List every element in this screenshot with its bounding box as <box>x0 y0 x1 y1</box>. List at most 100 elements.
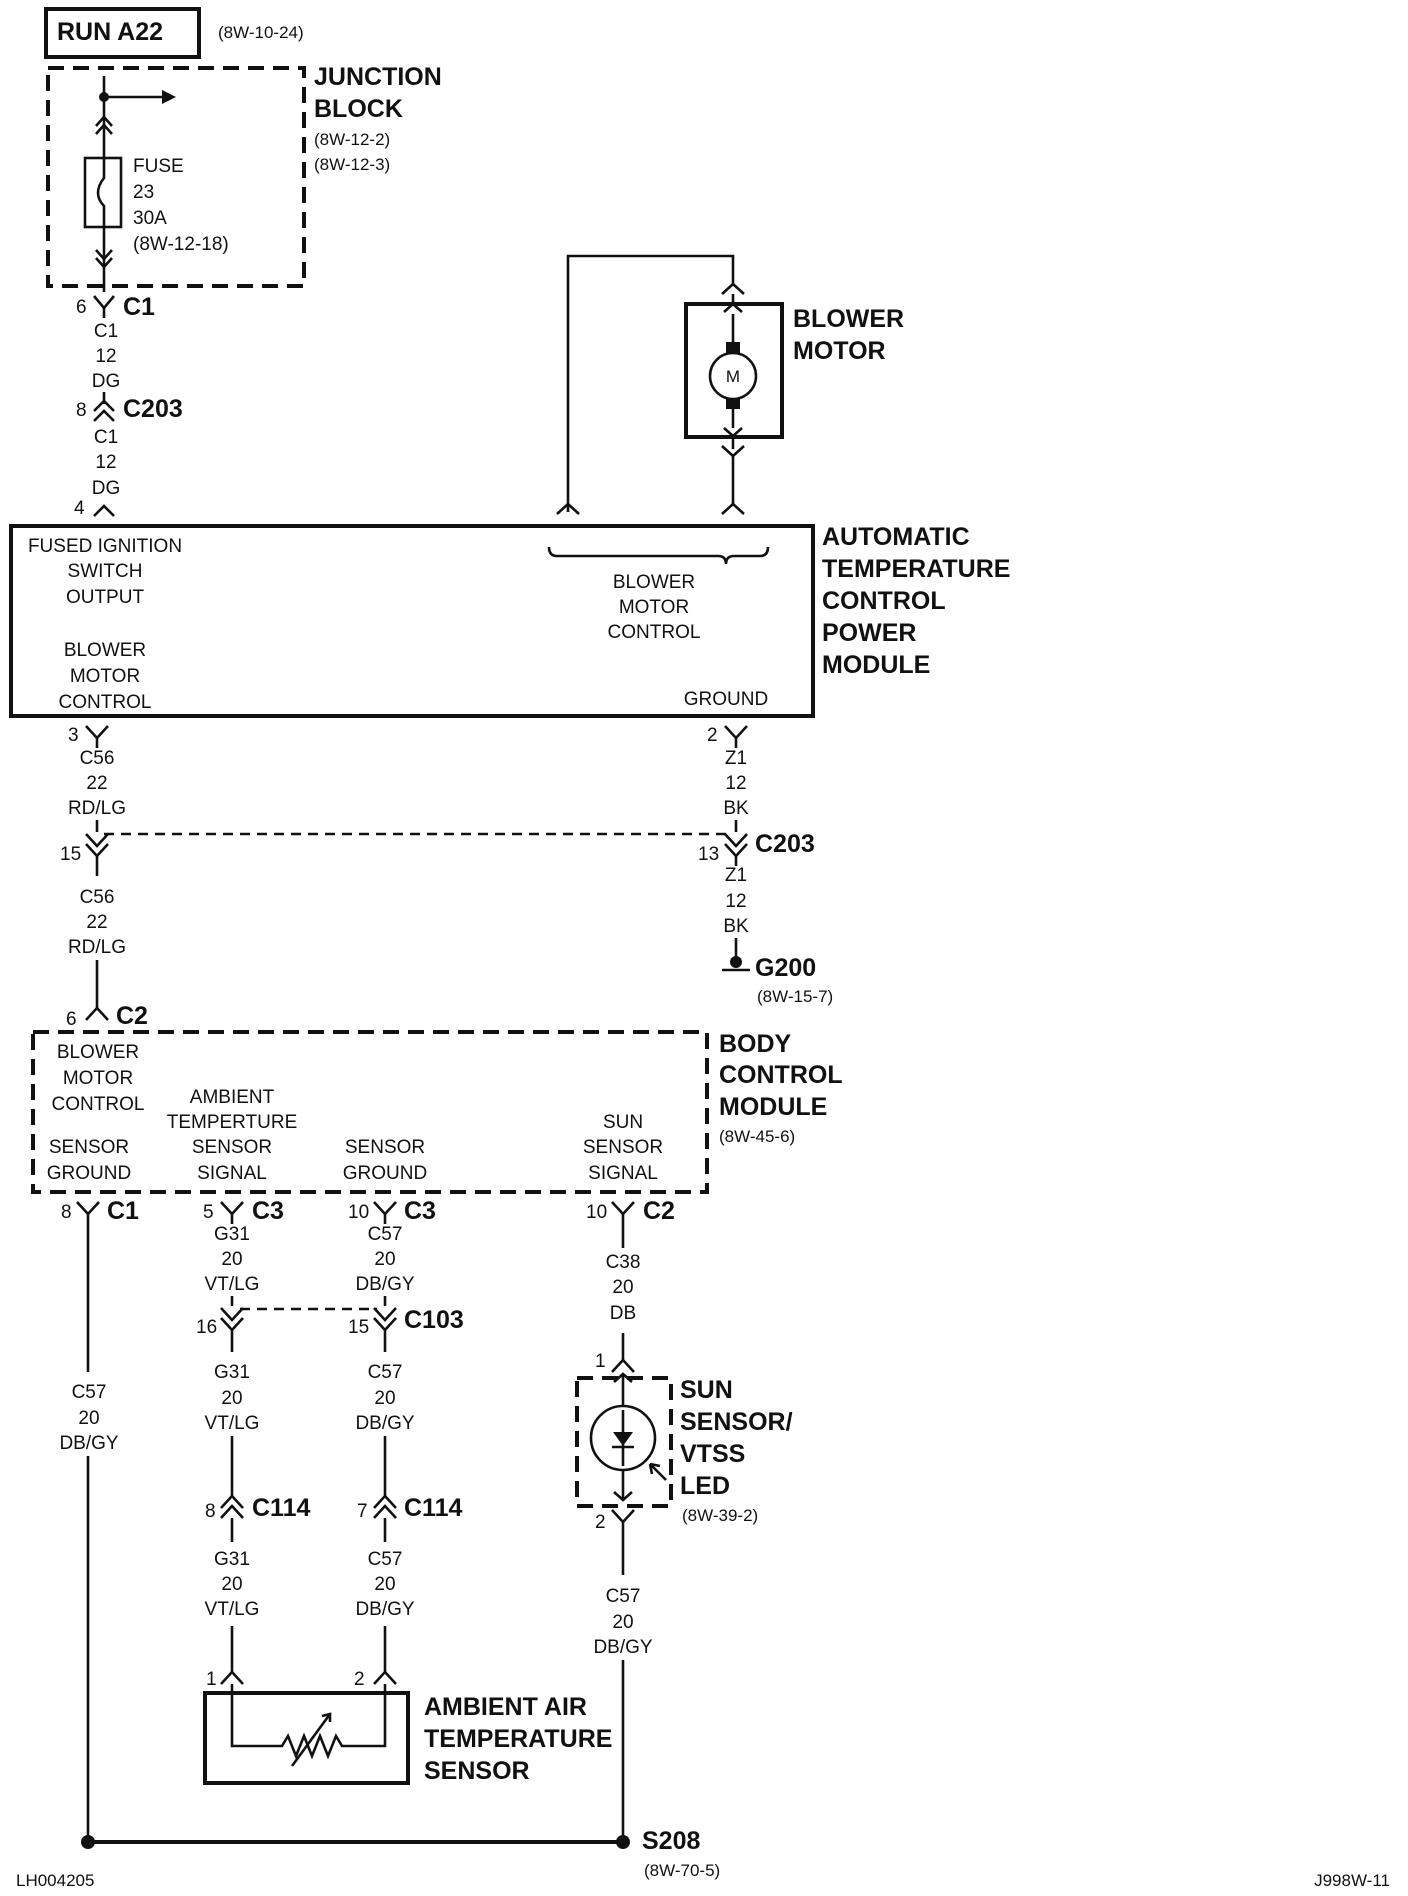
bcm-bmc-1: BLOWER <box>57 1042 139 1063</box>
wire-g31-1-circuit: G31 <box>214 1224 250 1245</box>
junction-block-ref-1: (8W-12-2) <box>314 130 390 149</box>
wire-c57-1-color: DB/GY <box>355 1274 414 1295</box>
wire-z1-2-color: BK <box>723 916 749 937</box>
s208-label: S208 <box>642 1827 700 1855</box>
bcm-c2-pin-10: 10 <box>586 1202 607 1223</box>
bcm-amb-2: TEMPERTURE <box>167 1112 298 1133</box>
wire-c56-2-gauge: 22 <box>86 912 107 933</box>
atc-fused-3: OUTPUT <box>66 587 145 608</box>
wire-z1-1-color: BK <box>723 798 749 819</box>
fuse-ref: (8W-12-18) <box>133 234 229 255</box>
wire-left-long-gauge: 20 <box>78 1408 99 1429</box>
ambient-title-2: TEMPERATURE <box>424 1725 612 1753</box>
c203-connector-top-symbol <box>93 399 115 422</box>
atc-title-3: CONTROL <box>822 587 946 615</box>
atc-title-1: AUTOMATIC <box>822 523 970 551</box>
atc-bmc-right-2: MOTOR <box>619 597 689 618</box>
amb-pin-1: 1 <box>206 1669 217 1690</box>
wire-c38-color: DB <box>610 1303 636 1324</box>
atc-pin-4-symbol <box>93 504 115 517</box>
sun-pin-1: 1 <box>595 1351 606 1372</box>
c203-top-pin: 8 <box>76 400 87 421</box>
wire-g31-1-color: VT/LG <box>205 1274 260 1295</box>
bcm-sg1-2: GROUND <box>47 1163 131 1184</box>
s208-ref: (8W-70-5) <box>644 1861 720 1880</box>
wire-g31-3-circuit: G31 <box>214 1549 250 1570</box>
splice-s208-dot <box>616 1835 630 1849</box>
atc-bmc-right-3: CONTROL <box>608 622 701 643</box>
atc-ground: GROUND <box>684 689 768 710</box>
wire-c57-3-circuit: C57 <box>368 1549 403 1570</box>
wire-c56-1-color: RD/LG <box>68 798 126 819</box>
footer-left-code: LH004205 <box>16 1871 94 1890</box>
run-box <box>44 7 201 59</box>
atc-pin-3: 3 <box>68 725 79 746</box>
wire-sun-c57-circuit: C57 <box>606 1586 641 1607</box>
c114-pin-8: 8 <box>205 1501 216 1522</box>
bcm-bmc-3: CONTROL <box>52 1094 145 1115</box>
wire-top-2-gauge: 12 <box>95 452 116 473</box>
motor-icon <box>708 351 758 401</box>
atc-pin-4: 4 <box>74 498 85 519</box>
wire-left-long-circuit: C57 <box>72 1382 107 1403</box>
c114-right-symbol <box>373 1494 397 1519</box>
wire-top-1-circuit: C1 <box>94 321 118 342</box>
bcm-c3a-label: C3 <box>252 1197 284 1225</box>
wire-c57-3-gauge: 20 <box>374 1574 395 1595</box>
atc-pin-2: 2 <box>707 725 718 746</box>
wire-top-1-gauge: 12 <box>95 346 116 367</box>
wire-c56-2-color: RD/LG <box>68 937 126 958</box>
c114-right-label: C114 <box>404 1494 462 1522</box>
wire-c56-1-gauge: 22 <box>86 773 107 794</box>
ambient-title-1: AMBIENT AIR <box>424 1693 587 1721</box>
wire-c57-2-color: DB/GY <box>355 1413 414 1434</box>
bcm-title-2: CONTROL <box>719 1061 843 1089</box>
sun-pin-2: 2 <box>595 1512 606 1533</box>
blower-motor-title-2: MOTOR <box>793 337 886 365</box>
atc-fused-2: SWITCH <box>68 561 143 582</box>
c114-left-symbol <box>220 1494 244 1519</box>
atc-fused-1: FUSED IGNITION <box>28 536 182 557</box>
fuse-number: 23 <box>133 182 154 203</box>
bcm-title-3: MODULE <box>719 1093 827 1121</box>
bcm-sun-3: SIGNAL <box>588 1163 658 1184</box>
c1-pin: 6 <box>76 297 87 318</box>
c103-left-symbol <box>220 1307 244 1332</box>
ambient-sensor-box <box>203 1691 410 1785</box>
c103-label: C103 <box>404 1306 464 1334</box>
sun-title-4: LED <box>680 1472 730 1500</box>
wire-c57-3-color: DB/GY <box>355 1599 414 1620</box>
bcm-amb-4: SIGNAL <box>197 1163 267 1184</box>
bcm-c1-label: C1 <box>107 1197 139 1225</box>
fuse-label: FUSE <box>133 156 184 177</box>
run-label: RUN A22 <box>57 18 163 46</box>
bcm-amb-1: AMBIENT <box>190 1087 275 1108</box>
wire-c57-2-circuit: C57 <box>368 1362 403 1383</box>
c1-connector-symbol <box>93 295 115 311</box>
bcm-c2-bottom-label: C2 <box>643 1197 675 1225</box>
bcm-c2-top-label: C2 <box>116 1002 148 1030</box>
blower-motor-title-1: BLOWER <box>793 305 904 333</box>
wire-c38-circuit: C38 <box>606 1252 641 1273</box>
bcm-title-1: BODY <box>719 1030 792 1058</box>
sun-title-2: SENSOR/ <box>680 1408 793 1436</box>
bcm-boundary <box>31 1030 709 1194</box>
c203-mid-right-pin: 13 <box>698 844 719 865</box>
wire-z1-1-circuit: Z1 <box>725 748 747 769</box>
sun-title-3: VTSS <box>680 1440 745 1468</box>
wire-c56-1-circuit: C56 <box>80 748 115 769</box>
atc-title-4: POWER <box>822 619 916 647</box>
wire-c56-2-circuit: C56 <box>80 887 115 908</box>
atc-bmc-left-1: BLOWER <box>64 640 146 661</box>
run-ref: (8W-10-24) <box>218 23 304 42</box>
bcm-bmc-2: MOTOR <box>63 1068 133 1089</box>
wire-g31-3-color: VT/LG <box>205 1599 260 1620</box>
g200-ref: (8W-15-7) <box>757 987 833 1006</box>
c1-connector-label: C1 <box>123 293 155 321</box>
sun-sensor-boundary <box>575 1376 673 1508</box>
junction-block-boundary <box>46 66 306 288</box>
footer-right-code: J998W-11 <box>1314 1871 1390 1890</box>
wire-top-2-color: DG <box>92 478 121 499</box>
junction-block-ref-2: (8W-12-3) <box>314 155 390 174</box>
